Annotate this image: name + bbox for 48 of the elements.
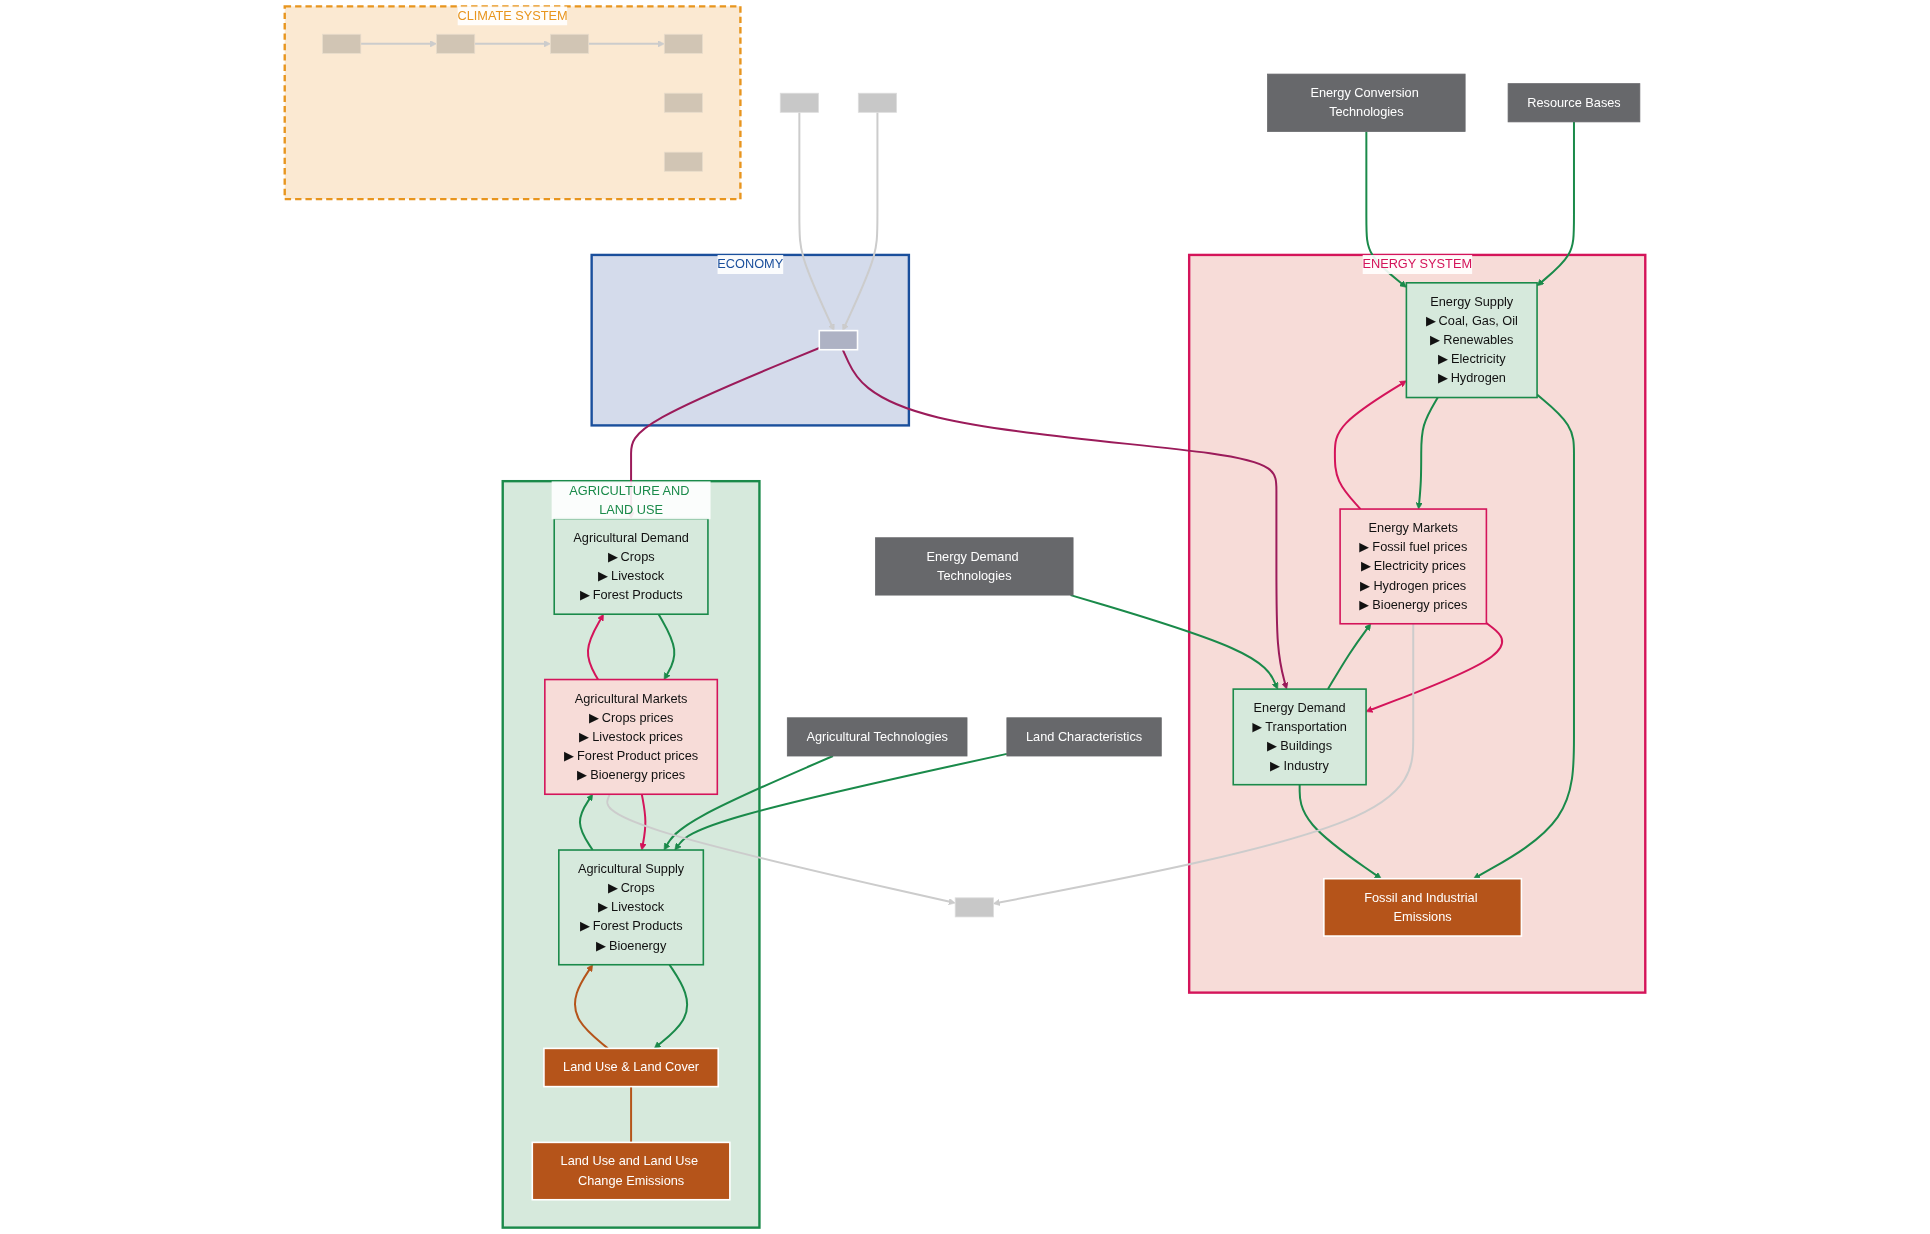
arrow: [574, 964, 609, 1050]
arrow: [1069, 594, 1279, 690]
node-box: [663, 92, 703, 113]
arrow: [657, 613, 676, 680]
node-box: Fossil and Industrial Emissions: [1323, 877, 1523, 937]
arrow: [586, 613, 604, 681]
node-box: Land Characteristics: [1006, 717, 1162, 757]
node-box: Agricultural Demand ▶ Crops ▶ Livestock ▶ Forest Products: [553, 517, 709, 615]
arrow: [993, 622, 1415, 906]
node-box: Agricultural Technologies: [786, 717, 968, 757]
arrow: [1415, 396, 1439, 510]
node-box: Agricultural Supply ▶ Crops ▶ Livestock ▶ Forest Products ▶ Bioenergy: [558, 849, 705, 966]
node-box: Energy Markets ▶ Fossil fuel prices ▶ Electricity prices ▶ Hydrogen prices ▶ Bioenergy prices: [1339, 508, 1488, 625]
arrow: [1298, 783, 1382, 879]
arrow: [1473, 393, 1575, 879]
arrow: [653, 963, 689, 1049]
node-box: Land Use & Land Cover: [543, 1047, 719, 1088]
node-box: [954, 897, 994, 918]
arrow: [473, 40, 551, 48]
node-box: [436, 33, 476, 54]
arrow: [1327, 623, 1372, 691]
connector: [630, 1085, 633, 1144]
node-box: Energy Demand Technologies: [875, 537, 1074, 596]
arrow: [674, 752, 1008, 851]
arrow: [578, 793, 594, 851]
node-box: Energy Supply ▶ Coal, Gas, Oil ▶ Renewables ▶ Electricity ▶ Hydrogen: [1405, 282, 1538, 399]
arrow: [1536, 120, 1575, 286]
arrow: [587, 40, 665, 48]
node-box: [663, 33, 703, 54]
node-box: [550, 33, 590, 54]
node-box: Resource Bases: [1507, 83, 1641, 123]
node-box: Energy Demand ▶ Transportation ▶ Buildings ▶ Industry: [1232, 688, 1367, 786]
arrow: [841, 348, 1289, 690]
arrow: [639, 793, 647, 851]
arrow: [798, 111, 835, 331]
node-box: [818, 329, 859, 351]
arrow: [663, 755, 834, 851]
arrow: [359, 40, 437, 48]
node-box: Land Use and Land Use Change Emissions: [531, 1141, 731, 1201]
node-box: [663, 151, 703, 172]
arrow: [842, 111, 879, 331]
node-box: [779, 92, 819, 113]
node-box: Energy Conversion Technologies: [1267, 73, 1466, 132]
node-box: Agricultural Markets ▶ Crops prices ▶ Livestock prices ▶ Forest Product prices ▶ Bioenergy prices: [544, 678, 719, 796]
node-box: [857, 92, 897, 113]
node-box: [322, 33, 362, 54]
arrow: [1333, 380, 1407, 511]
arrow: [606, 793, 956, 906]
